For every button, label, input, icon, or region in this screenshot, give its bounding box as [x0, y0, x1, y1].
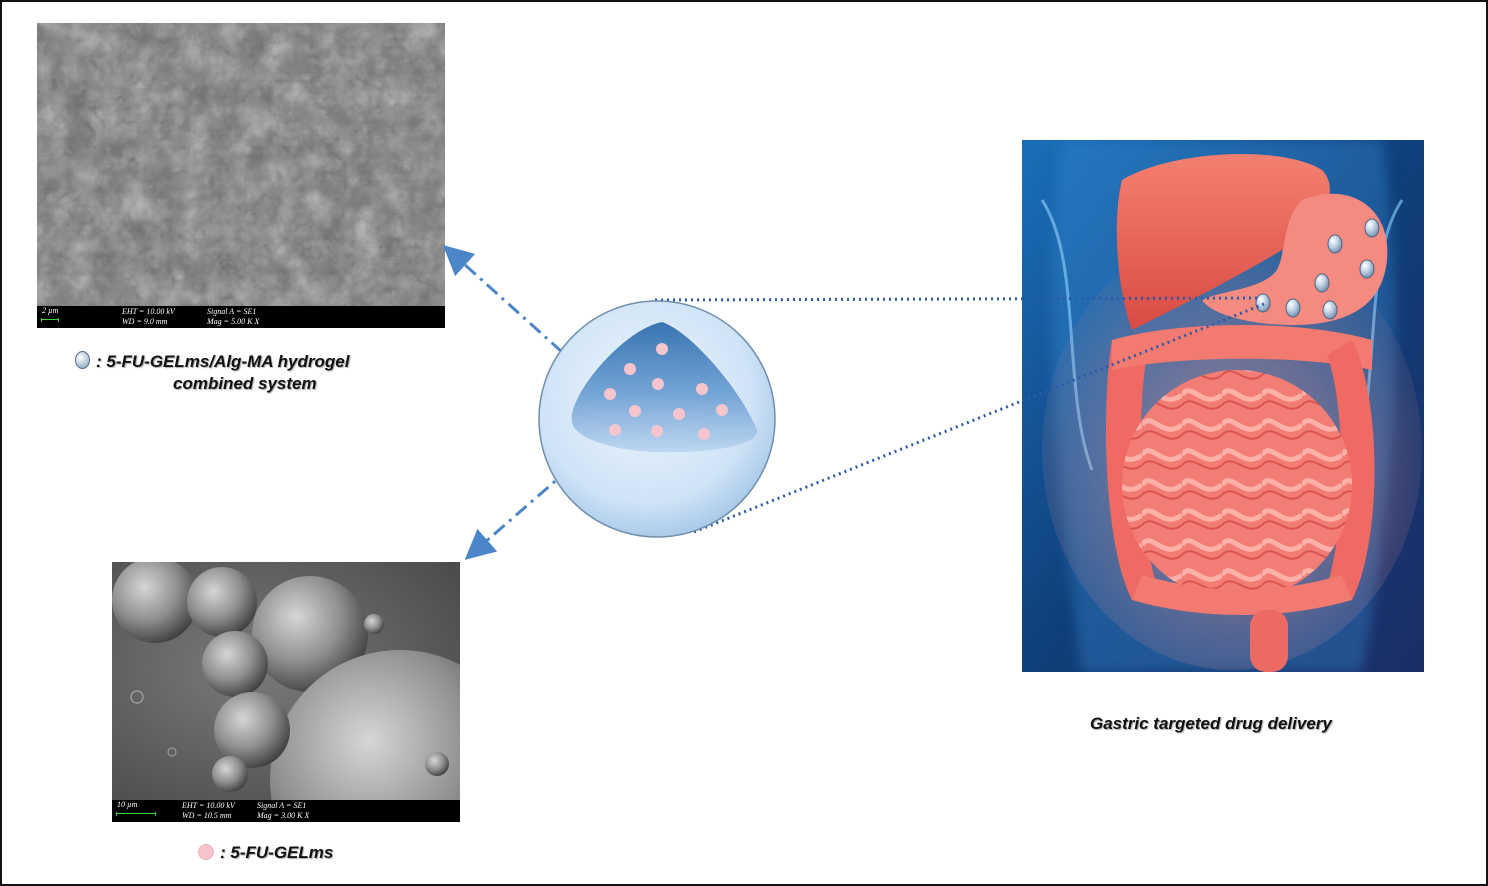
arrow-to-hydrogel-sem [442, 244, 564, 354]
organ-caption: Gastric targeted drug delivery [1090, 714, 1332, 733]
pink-microsphere-icon [198, 844, 214, 860]
scale-bar [116, 812, 156, 816]
signal-label: Signal A = SE1 [207, 307, 257, 316]
wd-label: WD = 10.5 mm [182, 811, 232, 820]
sem-image-hydrogel: 2 µm EHT = 10.00 kV WD = 9.0 mm Signal A… [37, 23, 445, 328]
legend-gelms: : 5-FU-GELms [198, 842, 458, 864]
signal-label: Signal A = SE1 [257, 801, 307, 810]
sem-texture-porous [37, 23, 445, 306]
eht-label: EHT = 10.00 kV [182, 801, 235, 810]
zoom-line-bottom [693, 302, 1265, 534]
embedded-gelms [604, 343, 728, 440]
legend-hydrogel-combined-system: : 5-FU-GELms/Alg-MA hydrogel combined sy… [75, 351, 435, 395]
legend-hydrogel-line2: combined system [173, 374, 317, 393]
sem-info-bar: 10 µm EHT = 10.00 kV WD = 10.5 mm Signal… [112, 800, 460, 822]
eht-label: EHT = 10.00 kV [122, 307, 175, 316]
legend-hydrogel-line1: : 5-FU-GELms/Alg-MA hydrogel [96, 352, 350, 371]
scale-label: 2 µm [42, 306, 59, 315]
legend-gelms-label: : 5-FU-GELms [220, 843, 334, 862]
sem-texture-microspheres [112, 562, 460, 800]
scale-bar [41, 318, 59, 322]
mag-label: Mag = 5.00 K X [207, 317, 260, 326]
sem-info-bar: 2 µm EHT = 10.00 kV WD = 9.0 mm Signal A… [37, 306, 445, 328]
scale-label: 10 µm [117, 800, 138, 809]
wd-label: WD = 9.0 mm [122, 317, 168, 326]
mag-label: Mag = 3.00 K X [257, 811, 310, 820]
sem-image-microspheres: 10 µm EHT = 10.00 kV WD = 10.5 mm Signal… [112, 562, 460, 822]
stomach-microspheres [1255, 218, 1380, 320]
blue-microsphere-icon [75, 351, 90, 369]
digestive-system-illustration [1022, 140, 1424, 672]
central-microsphere [538, 300, 776, 538]
zoom-line-top [654, 296, 1261, 302]
